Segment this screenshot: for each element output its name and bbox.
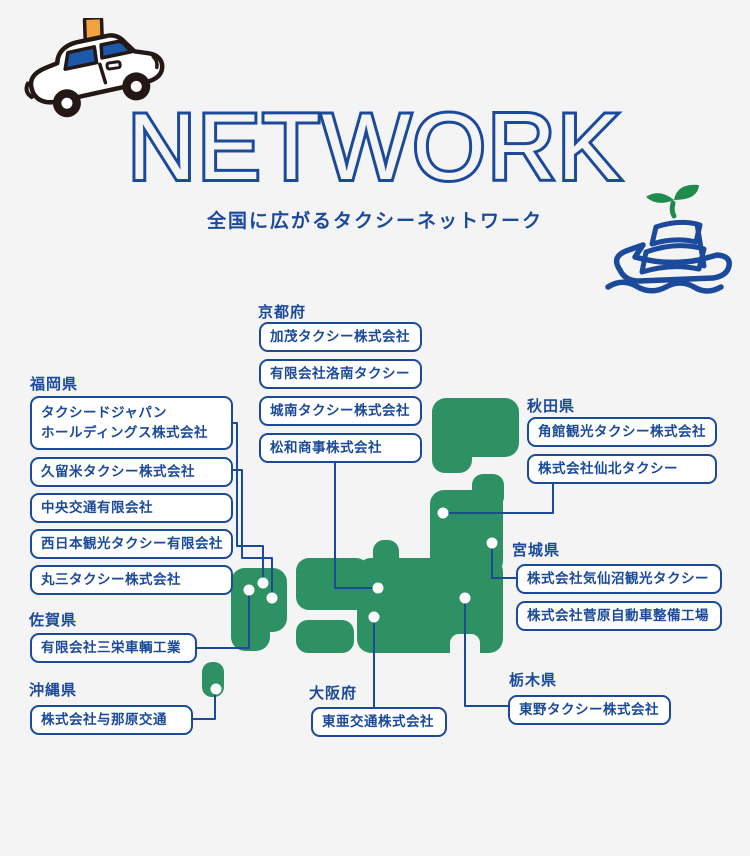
map-marker-akita — [437, 507, 449, 519]
company-box-sugawara-jidosha[interactable]: 株式会社菅原自動車整備工場 — [516, 601, 722, 631]
company-box-kesennuma-kanko-taxi[interactable]: 株式会社気仙沼観光タクシー — [516, 564, 722, 594]
company-box-kakunodate-kanko-taxi[interactable]: 角館観光タクシー株式会社 — [527, 417, 717, 447]
pref-label-fukuoka: 福岡県 — [30, 376, 79, 393]
connector-lines — [193, 422, 554, 720]
company-box-senboku-taxi[interactable]: 株式会社仙北タクシー — [527, 454, 717, 484]
page-subtitle: 全国に広がるタクシーネットワーク — [206, 211, 543, 232]
connector-fukuoka-2 — [233, 469, 273, 598]
connector-tochigi — [464, 598, 508, 707]
pref-label-okinawa: 沖縄県 — [29, 682, 78, 699]
network-title: NETWORK NETWORK — [0, 94, 750, 208]
company-box-jonan-taxi[interactable]: 城南タクシー株式会社 — [259, 396, 422, 426]
pref-label-osaka: 大阪府 — [309, 685, 358, 702]
connector-miyagi — [491, 543, 516, 579]
company-box-marusan-taxi[interactable]: 丸三タクシー株式会社 — [30, 565, 233, 595]
pref-label-miyagi: 宮城県 — [512, 542, 561, 559]
connector-akita — [443, 484, 554, 514]
map-marker-fukuoka-2 — [266, 592, 278, 604]
pref-label-saga: 佐賀県 — [29, 612, 78, 629]
hokkaido-shape-tab — [432, 420, 472, 473]
tohoku-shape — [430, 490, 503, 575]
company-box-chuo-kotsu[interactable]: 中央交通有限会社 — [30, 493, 233, 523]
pref-label-tochigi: 栃木県 — [509, 672, 558, 689]
company-box-sanei-sharyo[interactable]: 有限会社三栄車輌工業 — [30, 633, 197, 663]
taxi-icon — [24, 18, 165, 118]
company-box-toa-kotsu[interactable]: 東亜交通株式会社 — [311, 707, 447, 737]
kyushu-shape-tab — [231, 568, 270, 651]
connector-saga — [197, 590, 250, 649]
map-marker-osaka — [368, 611, 380, 623]
map-marker-miyagi — [486, 537, 498, 549]
map-marker-fukuoka-1 — [257, 577, 269, 589]
map-marker-tochigi — [459, 592, 471, 604]
ship-icon — [605, 184, 732, 294]
map-markers — [210, 507, 498, 695]
honshu-west-shape — [296, 558, 369, 610]
company-box-kamo-taxi[interactable]: 加茂タクシー株式会社 — [259, 322, 422, 352]
company-box-nishinihon-kanko-taxi[interactable]: 西日本観光タクシー有限会社 — [30, 529, 233, 559]
connector-kyoto — [334, 463, 378, 589]
company-box-showa-shoji[interactable]: 松和商事株式会社 — [259, 433, 422, 463]
company-box-taxido-japan-holdings[interactable]: タクシードジャパン ホールディングス株式会社 — [30, 396, 233, 450]
japan-map-shapes — [202, 398, 519, 697]
honshu-main-shape — [357, 558, 503, 653]
map-marker-okinawa — [210, 683, 222, 695]
map-marker-kyoto — [372, 582, 384, 594]
shikoku-shape — [296, 620, 354, 653]
company-box-rakunan-taxi[interactable]: 有限会社洛南タクシー — [259, 359, 422, 389]
company-box-yonabaru-kotsu[interactable]: 株式会社与那原交通 — [30, 705, 193, 735]
pref-label-kyoto: 京都府 — [258, 304, 307, 321]
sprout-icon — [646, 184, 699, 219]
connector-okinawa — [193, 689, 216, 720]
network-title-fill: NETWORK — [127, 94, 623, 199]
network-title-outline: NETWORK — [125, 94, 623, 199]
company-box-kurume-taxi[interactable]: 久留米タクシー株式会社 — [30, 457, 233, 487]
pref-label-akita: 秋田県 — [527, 398, 576, 415]
company-box-tono-taxi[interactable]: 東野タクシー株式会社 — [508, 695, 671, 725]
map-marker-saga — [243, 584, 255, 596]
